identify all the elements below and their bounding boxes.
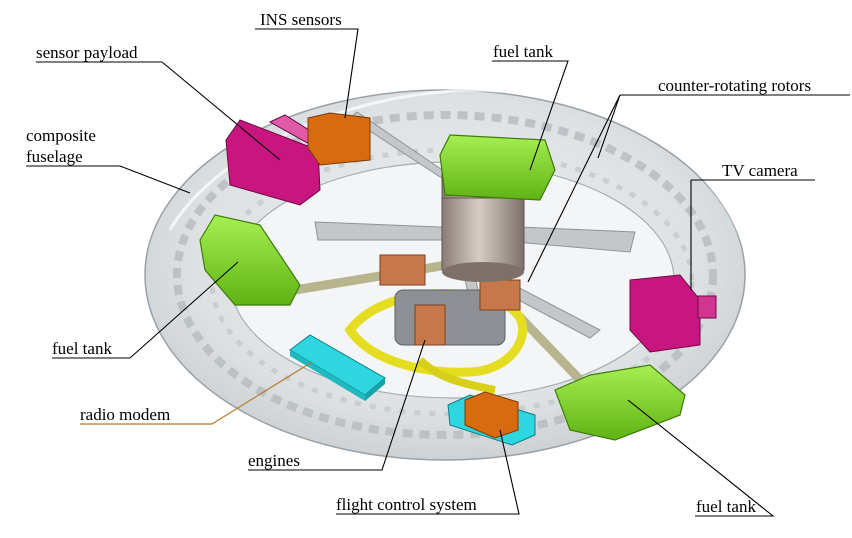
label-flight-control-system: flight control system (336, 495, 477, 514)
label-tv-camera: TV camera (722, 161, 798, 180)
label-sensor-payload: sensor payload (36, 43, 138, 62)
label-fuel-tank-left: fuel tank (52, 339, 112, 358)
label-engines: engines (248, 451, 300, 470)
fuel-tank-right-shape (554, 364, 686, 441)
label-fuel-tank-right: fuel tank (696, 497, 756, 516)
label-flight-control-system-text: flight control system (336, 495, 477, 514)
leader-lines (26, 28, 850, 517)
ins-sensors-shape (307, 112, 371, 166)
label-composite-fuselage: composite fuselage (26, 126, 96, 166)
label-tv-camera-text: TV camera (722, 161, 798, 180)
fuel-tank-top-shape (439, 134, 556, 201)
label-ins-sensors-text: INS sensors (260, 10, 342, 29)
label-fuel-tank-left-text: fuel tank (52, 339, 112, 358)
label-fuel-tank-top: fuel tank (493, 42, 553, 61)
label-engines-text: engines (248, 451, 300, 470)
engines (344, 254, 528, 394)
label-radio-modem-text: radio modem (80, 405, 170, 424)
flight-control-system-shape (447, 391, 536, 446)
fuel-tank-left-shape (199, 214, 301, 306)
label-sensor-payload-text: sensor payload (36, 43, 138, 62)
radio-modem-shape (289, 334, 386, 401)
label-ins-sensors: INS sensors (260, 10, 342, 29)
label-fuel-tank-top-text: fuel tank (493, 42, 553, 61)
label-counter-rotating-rotors: counter-rotating rotors (658, 76, 811, 95)
label-counter-rotating-rotors-text: counter-rotating rotors (658, 76, 811, 95)
label-radio-modem: radio modem (80, 405, 170, 424)
label-composite-line2: fuselage (26, 147, 83, 166)
tv-camera-shape (629, 274, 717, 353)
label-fuel-tank-right-text: fuel tank (696, 497, 756, 516)
label-composite-line1: composite (26, 126, 96, 145)
